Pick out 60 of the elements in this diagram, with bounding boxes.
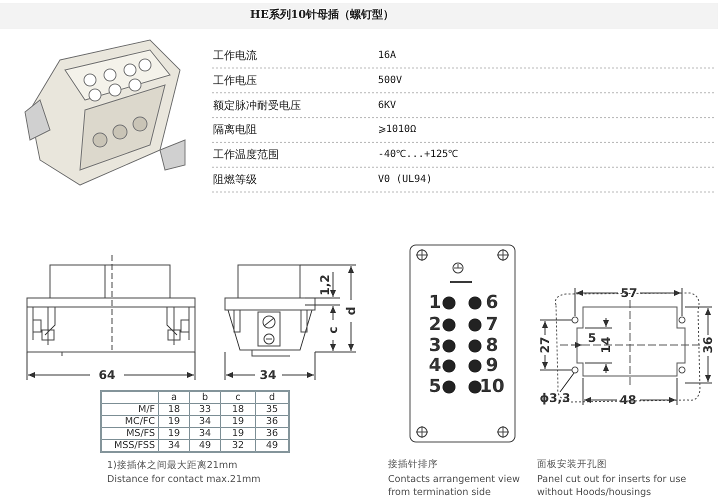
dimension-label: 5 (588, 332, 596, 344)
spec-value: 16A (378, 51, 396, 61)
table-cell: 19 (158, 428, 190, 440)
contact-number: 9 (486, 357, 498, 375)
dimension-label: 27 (539, 336, 551, 354)
contact-number: 3 (428, 337, 442, 355)
title: HE系列10针母插（螺钉型） (250, 9, 394, 20)
contact-number: 8 (486, 337, 498, 355)
dimension-label: 64 (98, 369, 116, 381)
dimension-label: 57 (620, 287, 638, 299)
caption-text: Contacts arrangement view from termination side (388, 473, 521, 499)
contact-number: 10 (479, 378, 505, 396)
dimension-label: 14 (600, 336, 612, 354)
table-cell: 34 (190, 428, 220, 440)
spec-label: 工作温度范围 (213, 149, 279, 160)
table-cell: 19 (220, 428, 256, 440)
dimension-label: d (345, 306, 357, 316)
spec-label: 隔离电阻 (213, 124, 257, 136)
caption-text: 面板安装开孔图 (537, 460, 607, 470)
note-text: Distance for contact max.21mm (107, 475, 261, 484)
column-header: d (256, 391, 289, 404)
table-cell: 33 (190, 404, 220, 416)
spec-label: 工作电压 (213, 74, 257, 86)
row-header: M/F (101, 404, 158, 416)
table-cell: 18 (220, 404, 256, 416)
contact-number: 5 (428, 378, 442, 396)
table-cell: 36 (256, 416, 289, 428)
dimension-label: 1,2 (319, 274, 331, 296)
spec-value: V0 (UL94) (378, 175, 432, 185)
dimension-label: 48 (620, 394, 636, 406)
contact-number: 6 (486, 294, 498, 312)
row-header: MC/FC (101, 416, 158, 428)
table-cell: 19 (220, 416, 256, 428)
caption-text: Panel cut out for inserts for use without Hoods/housings (537, 473, 688, 499)
dimension-label: 36 (702, 336, 714, 354)
table-cell: 34 (190, 416, 220, 428)
note-text: 1)接插体之间最大距离21mm (107, 461, 238, 470)
spec-label: 阻燃等级 (213, 174, 257, 185)
table-cell: 36 (256, 428, 289, 440)
row-header: MS/FS (101, 428, 158, 440)
contact-number: 1 (428, 294, 442, 312)
table-cell: 18 (158, 404, 190, 416)
column-header: a (158, 391, 190, 404)
column-header: c (220, 391, 256, 404)
dimension-label: ϕ3,3 (540, 392, 570, 404)
spec-value: 500V (378, 76, 402, 86)
spec-value: -40℃...+125℃ (378, 150, 458, 160)
caption-text: 接插针排序 (388, 460, 438, 470)
table-cell: 19 (158, 416, 190, 428)
spec-label: 额定脉冲耐受电压 (213, 100, 301, 111)
spec-label: 工作电流 (213, 50, 257, 61)
dimension-label: 34 (260, 369, 276, 381)
dimension-label: c (327, 326, 339, 334)
contact-number: 7 (486, 316, 498, 334)
spec-value: 6KV (378, 100, 396, 111)
contact-number: 4 (428, 357, 442, 375)
contact-number: 2 (428, 316, 442, 334)
column-header: b (190, 391, 220, 404)
table-cell: 35 (256, 404, 289, 416)
spec-value: ⩾1010Ω (378, 125, 416, 136)
